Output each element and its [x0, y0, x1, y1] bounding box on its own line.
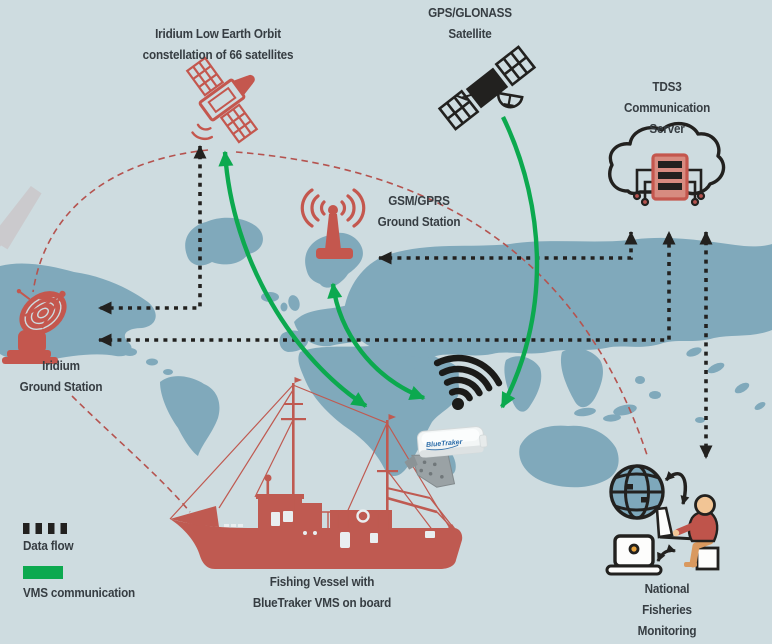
solar-panel: [494, 45, 537, 87]
map-island: [649, 391, 661, 399]
vessel-superstructure: [256, 474, 392, 528]
device-bracket: [411, 453, 456, 488]
satellite-dish: [497, 91, 524, 109]
label-monitoring-center: National Fisheries Monitoring Center: [637, 581, 697, 644]
tds3-server-icon: [608, 122, 726, 207]
map-island: [123, 348, 137, 356]
map-australia: [519, 425, 619, 488]
iridium-arc-left: [32, 149, 209, 293]
map-se-asia: [560, 348, 603, 408]
map-ireland: [280, 302, 288, 312]
globe-icon: [609, 464, 665, 520]
wifi-icon: [433, 354, 503, 410]
map-island: [695, 417, 705, 423]
legend-dataflow-label: Data flow: [23, 538, 74, 553]
iridium-satellite-icon: [185, 56, 259, 144]
label-gsm-ground-station: GSM/GPRS Ground Station: [377, 193, 461, 229]
map-island: [146, 358, 158, 366]
iridium-dish-icon: [2, 288, 67, 364]
legend-vms-swatch: [23, 566, 63, 579]
legend-vms-label: VMS communication: [23, 585, 136, 600]
vessel-rigging: [169, 384, 461, 546]
gsm-tower-icon: [300, 188, 366, 259]
gps-satellite-icon: [437, 45, 537, 131]
radio-waves-left: [300, 188, 326, 228]
iridium-arc-vessel: [71, 395, 191, 513]
monitoring-center-icons: [605, 464, 720, 576]
server-stack-icon: [651, 153, 689, 201]
solar-panel: [185, 56, 225, 97]
map-island: [686, 347, 702, 357]
server-links: [635, 168, 703, 198]
vms-arrow-gps-vessel: [500, 116, 540, 409]
signal-waves: [191, 123, 214, 140]
map-south-america: [160, 376, 220, 456]
label-iridium-constellation: Iridium Low Earth Orbit constellation of…: [142, 26, 294, 62]
vms-arrow-vessel-gsm: [327, 282, 426, 401]
label-fishing-vessel: Fishing Vessel with BlueTraker VMS on bo…: [252, 574, 392, 610]
watermark-arrow: [0, 186, 42, 250]
server-link-nodes: [632, 191, 706, 207]
map-uk: [288, 295, 300, 311]
bluetraker-device: BlueTraker: [404, 426, 488, 488]
vms-communication-arrows: [218, 116, 540, 409]
fishing-vessel-illustration: [169, 377, 463, 569]
map-island: [635, 376, 645, 384]
data-flow-lines: [98, 145, 713, 459]
map-island: [707, 362, 725, 374]
operator-person-icon: [672, 494, 720, 571]
label-tds3-server: TDS3 Communication Server: [623, 79, 711, 136]
map-island: [574, 407, 596, 417]
dataflow-gsm-tds3: [378, 231, 638, 265]
map-island: [603, 414, 621, 422]
vessel-details: [224, 509, 435, 548]
label-iridium-ground-station: Iridium Ground Station: [19, 358, 103, 394]
swap-arrows-icon: [656, 544, 676, 562]
solar-panel: [437, 89, 480, 131]
vessel-masts: [281, 377, 453, 530]
radio-waves-right: [340, 188, 366, 228]
device-brand-label: BlueTraker: [426, 439, 464, 449]
map-island: [754, 402, 766, 410]
map-island: [734, 382, 750, 394]
label-gps-satellite: GPS/GLONASS Satellite: [428, 5, 512, 41]
vessel-hull: [170, 506, 463, 569]
solar-panel: [219, 103, 259, 144]
swap-arrows-icon: [664, 471, 690, 505]
laptop-icon: [605, 534, 663, 576]
map-island: [163, 369, 173, 375]
legend-dataflow-swatch: [23, 523, 67, 534]
